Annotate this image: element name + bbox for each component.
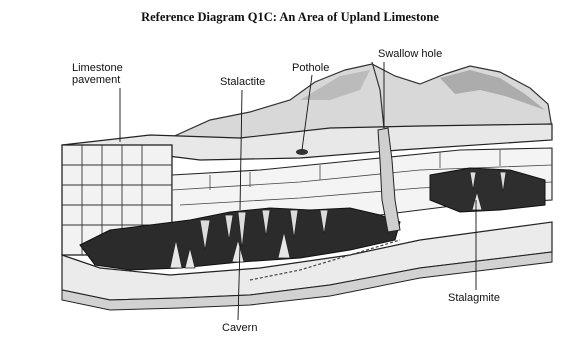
label-cavern: Cavern (222, 322, 257, 334)
label-swallow-hole: Swallow hole (378, 48, 442, 60)
cavern-void-right (430, 168, 545, 212)
label-stalagmite: Stalagmite (448, 292, 500, 304)
label-limestone-pavement-line2: pavement (72, 74, 123, 86)
label-limestone-pavement: Limestone pavement (72, 62, 123, 86)
label-stalactite: Stalactite (220, 76, 265, 88)
label-limestone-pavement-line1: Limestone (72, 62, 123, 74)
label-pothole: Pothole (292, 62, 329, 74)
